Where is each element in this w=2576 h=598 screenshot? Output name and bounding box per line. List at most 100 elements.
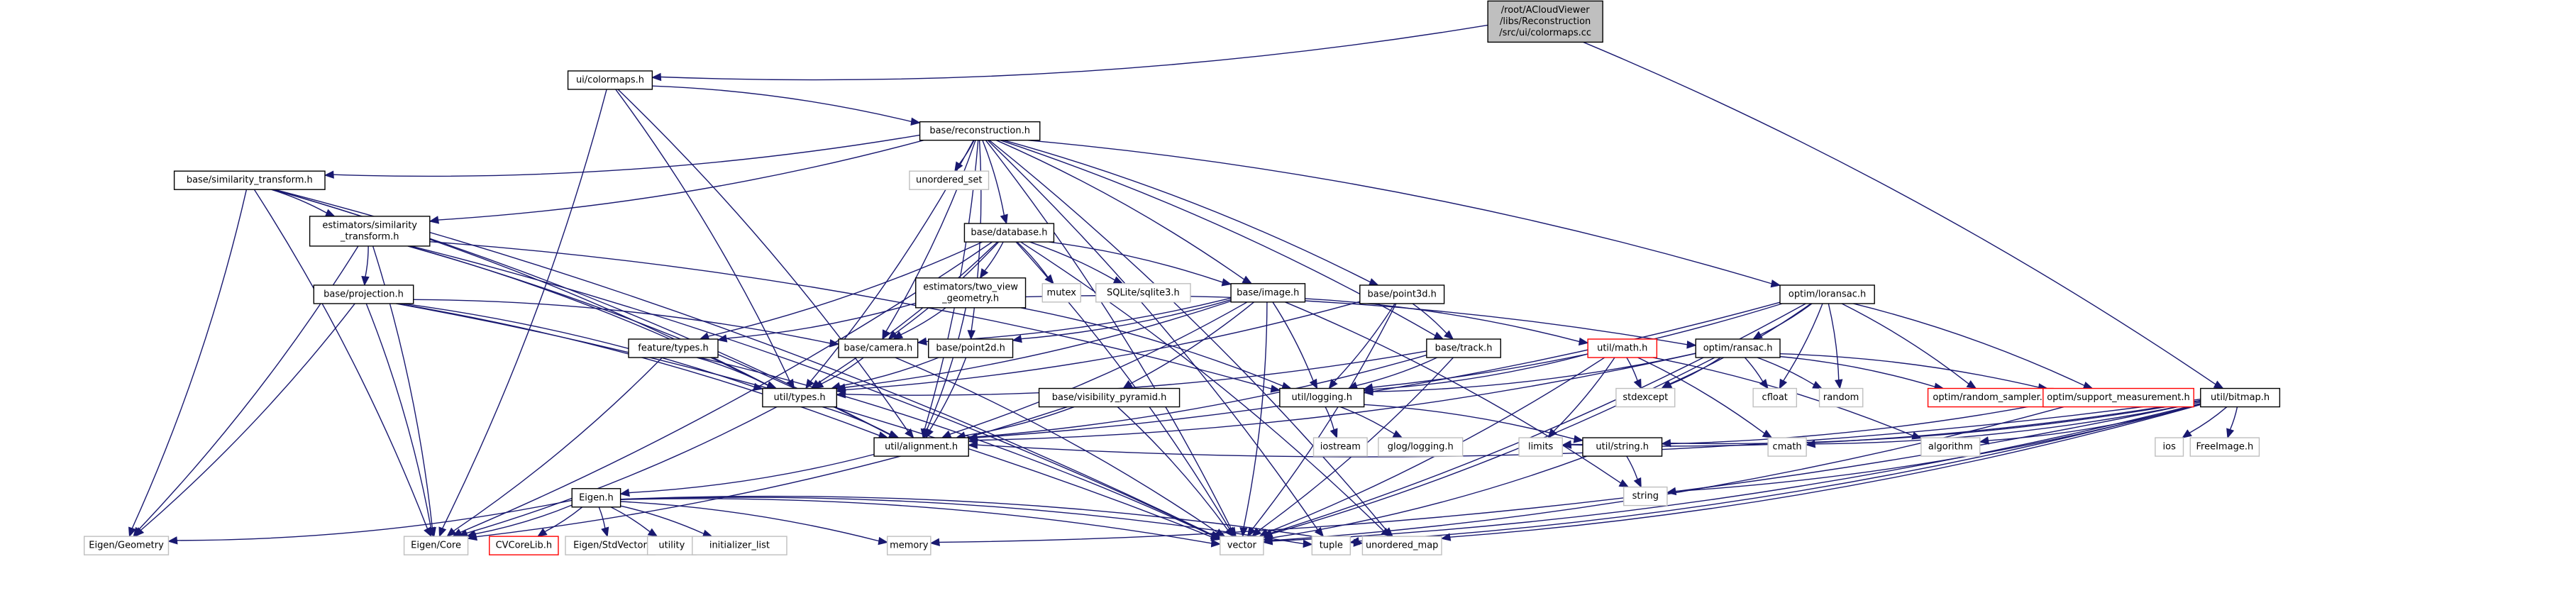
graph-node-ui-colormaps[interactable]: ui/colormaps.h (567, 70, 653, 90)
graph-node-root[interactable]: /root/ACloudViewer/libs/Reconstruction/s… (1487, 0, 1603, 43)
edge-line (402, 303, 755, 388)
node-label: util/logging.h (1292, 392, 1352, 403)
arrowhead-icon (429, 216, 440, 224)
edge-line (271, 189, 327, 214)
node-label: optim/loransac.h (1789, 289, 1866, 299)
graph-node-util-logging[interactable]: util/logging.h (1279, 387, 1365, 408)
node-label: CVCoreLib.h (496, 541, 553, 551)
edge-line (984, 241, 1004, 272)
arrowhead-icon (619, 488, 630, 497)
edge-line (2229, 406, 2238, 430)
graph-node-feature-types[interactable]: feature/types.h (628, 338, 719, 358)
edge-line (895, 357, 1218, 533)
graph-node-base-point2d[interactable]: base/point2d.h (928, 338, 1014, 358)
node-box (762, 387, 837, 408)
arrowhead-icon (2082, 381, 2094, 389)
arrowhead-icon (941, 430, 952, 438)
edge-line (1356, 357, 1438, 387)
graph-node-eigen-h[interactable]: Eigen.h (571, 488, 621, 508)
node-box (1041, 283, 1081, 303)
graph-node-cvcorelib[interactable]: CVCoreLib.h (489, 536, 559, 555)
edge-line (466, 406, 778, 534)
edge-util-logging-to-iostream (1325, 406, 1338, 439)
arrowhead-icon (878, 536, 888, 546)
node-box (628, 338, 719, 358)
graph-node-base-camera[interactable]: base/camera.h (838, 338, 919, 358)
node-label: memory (890, 541, 929, 551)
node-label: base/image.h (1237, 287, 1299, 298)
arrowhead-icon (324, 170, 334, 179)
node-label: algorithm (1928, 442, 1973, 453)
graph-node-util-math[interactable]: util/math.h (1587, 338, 1658, 358)
graph-node-base-projection[interactable]: base/projection.h (313, 284, 414, 304)
graph-node-util-alignment[interactable]: util/alignment.h (873, 437, 969, 457)
edge-util-math-to-stdexcept (1626, 357, 1642, 389)
arrowhead-icon (1012, 334, 1022, 343)
graph-node-base-track[interactable]: base/track.h (1426, 338, 1501, 358)
graph-node-base-visibility-pyramid[interactable]: base/visibility_pyramid.h (1038, 387, 1181, 408)
arrowhead-icon (717, 334, 728, 343)
graph-node-optim-ransac[interactable]: optim/ransac.h (1695, 338, 1781, 358)
graph-node-base-point3d[interactable]: base/point3d.h (1359, 284, 1445, 304)
graph-node-base-similarity-transform[interactable]: base/similarity_transform.h (173, 170, 326, 190)
arrowhead-icon (925, 428, 934, 439)
graph-node-base-database[interactable]: base/database.h (963, 223, 1055, 243)
node-box (915, 277, 1027, 309)
graph-node-util-string[interactable]: util/string.h (1582, 437, 1663, 457)
node-box (909, 170, 990, 190)
node-label: vector (1227, 541, 1257, 551)
graph-node-eigen-core: Eigen/Core (403, 536, 469, 555)
graph-node-optim-loransac[interactable]: optim/loransac.h (1779, 284, 1875, 304)
edge-line (2189, 406, 2228, 433)
arrowhead-icon (134, 527, 145, 538)
graph-node-glog-logging: glog/logging.h (1378, 437, 1464, 457)
arrowhead-icon (1270, 384, 1281, 393)
graph-node-freeimage: FreeImage.h (2189, 437, 2260, 457)
node-box (1920, 437, 1981, 457)
node-box (489, 536, 559, 555)
node-box (403, 536, 469, 555)
edge-optim-ransac-to-optim-random-sampler (1779, 355, 1945, 391)
graph-node-optim-support-measurement[interactable]: optim/support_measurement.h (2042, 387, 2194, 408)
arrowhead-icon (967, 441, 978, 449)
edge-line (598, 506, 606, 528)
edge-line (987, 140, 1319, 531)
node-box (838, 338, 919, 358)
graph-node-base-image[interactable]: base/image.h (1230, 283, 1306, 303)
edge-eigen-h-to-initializer-list (620, 505, 713, 538)
arrowhead-icon (1812, 380, 1823, 389)
edge-line (1815, 401, 2201, 445)
node-box (2155, 437, 2184, 457)
edge-line (1000, 140, 1436, 336)
edge-line (1626, 455, 1638, 480)
edge-util-string-to-vector (1262, 455, 1587, 542)
node-box (1361, 536, 1442, 555)
edge-ui-colormaps-to-base-reconstruction (652, 85, 921, 126)
edge-line (1553, 357, 1615, 432)
edge-estimators-similarity-transform-to-util-logging (429, 240, 1281, 393)
graph-node-estimators-two-view[interactable]: estimators/two_view_geometry.h (915, 277, 1027, 309)
graph-node-base-reconstruction[interactable]: base/reconstruction.h (919, 121, 1041, 141)
node-box (313, 284, 414, 304)
edge-line (1325, 406, 1334, 431)
node-box (886, 536, 932, 555)
graph-node-optim-random-sampler[interactable]: optim/random_sampler.h (1927, 387, 2054, 408)
edge-line (475, 504, 573, 535)
arrowhead-icon (2182, 429, 2192, 438)
edge-line (822, 406, 891, 436)
edge-line (976, 354, 1427, 438)
graph-node-estimators-similarity-transform[interactable]: estimators/similarity_transform.h (309, 216, 431, 247)
edge-base-database-to-util-types (810, 241, 998, 389)
node-label: ui/colormaps.h (576, 74, 644, 85)
graph-node-util-bitmap[interactable]: util/bitmap.h (2200, 387, 2281, 408)
edge-line (1027, 139, 1772, 284)
edge-line (845, 301, 1360, 391)
arrowhead-icon (324, 209, 336, 217)
edge-optim-loransac-to-vector (1262, 303, 1806, 537)
edge-line (707, 241, 983, 337)
edge-line (1757, 357, 1815, 385)
edge-optim-loransac-to-optim-support-measurement (1853, 303, 2094, 389)
edge-base-image-to-vector (1239, 301, 1268, 538)
node-label: util/string.h (1596, 442, 1649, 453)
graph-node-util-types[interactable]: util/types.h (762, 387, 837, 408)
